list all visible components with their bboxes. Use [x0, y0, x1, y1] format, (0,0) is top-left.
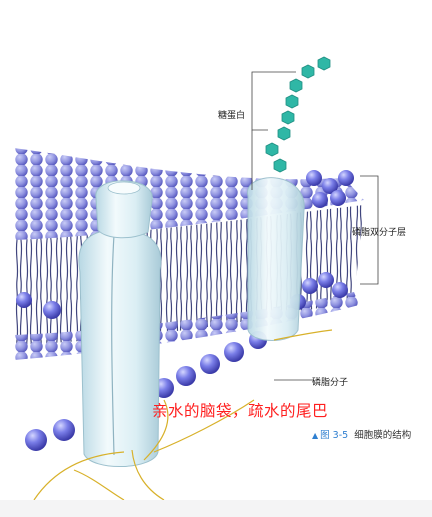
- leader-lines: [251, 71, 379, 381]
- label-phospholipid-bilayer: 磷脂双分子层: [352, 228, 407, 238]
- membrane-figure: 糖蛋白 磷脂双分子层 磷脂分子: [14, 0, 432, 500]
- label-glycoprotein: 糖蛋白: [218, 111, 246, 121]
- glycoprotein-body: [247, 177, 305, 341]
- figure-caption: ▲图 3-5 细胞膜的结构: [312, 427, 411, 441]
- figure-title: 细胞膜的结构: [354, 430, 412, 441]
- channel-protein: [78, 229, 162, 468]
- glycan-chain: [265, 56, 331, 173]
- label-phospholipid-molecule: 磷脂分子: [312, 378, 349, 388]
- bottom-strip: [0, 500, 432, 517]
- figure-number: 图 3-5: [320, 430, 349, 441]
- cytoskeleton-fibers: [33, 329, 333, 500]
- caption-marker-icon: ▲: [312, 431, 319, 440]
- membrane-diagram: [14, 56, 379, 500]
- peripheral-protein: [95, 180, 153, 239]
- overlay-annotation: 亲水的脑袋，疏水的尾巴: [152, 402, 329, 420]
